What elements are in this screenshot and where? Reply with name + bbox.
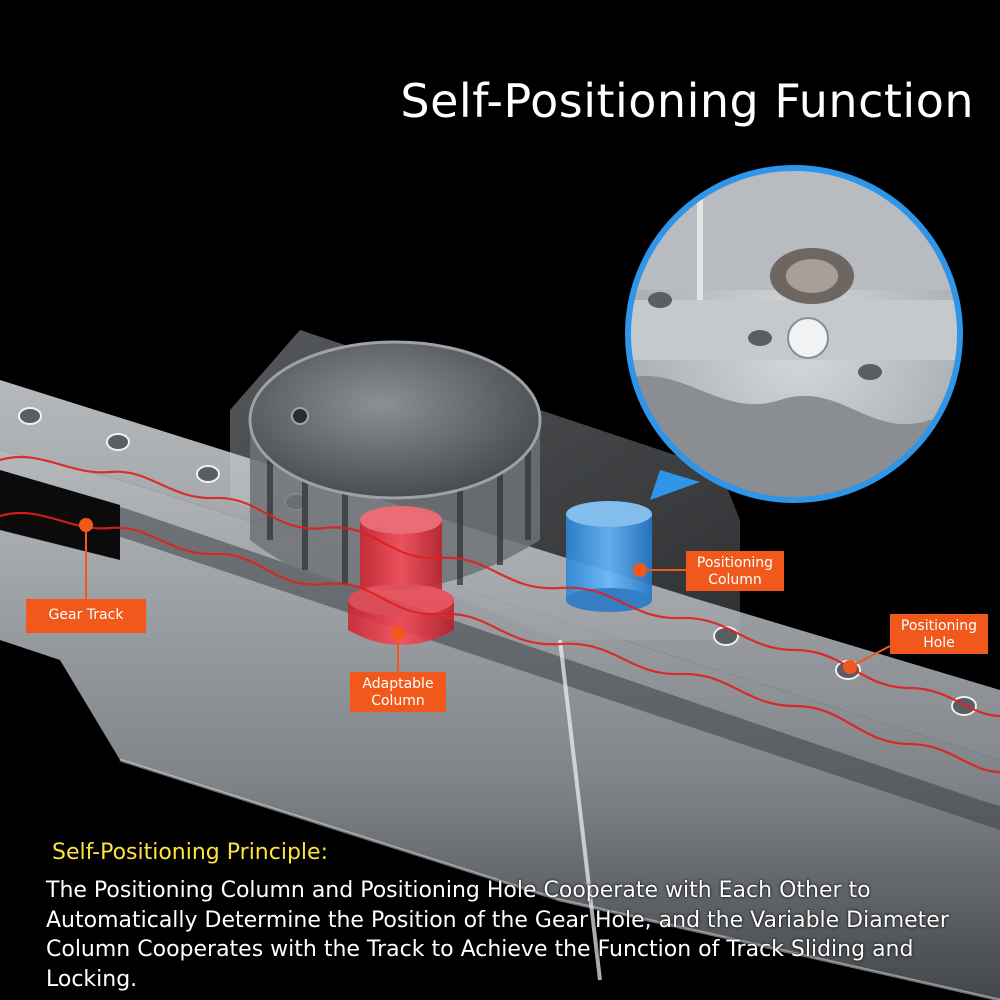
principle-heading: Self-Positioning Principle:	[52, 840, 328, 865]
callout-gear-track: Gear Track	[26, 599, 146, 633]
locking-knob	[248, 340, 542, 590]
gear-track-outline	[0, 455, 1000, 774]
callout-positioning-hole: Positioning Hole	[890, 614, 988, 654]
page-title: Self-Positioning Function	[400, 74, 974, 128]
callout-adaptable-column: Adaptable Column	[350, 672, 446, 712]
magnified-detail	[625, 165, 963, 503]
callout-positioning-column: Positioning Column	[686, 551, 784, 591]
principle-text: The Positioning Column and Positioning H…	[46, 878, 949, 992]
adaptable-column-shape	[348, 506, 454, 645]
callout-leaders	[79, 518, 891, 674]
